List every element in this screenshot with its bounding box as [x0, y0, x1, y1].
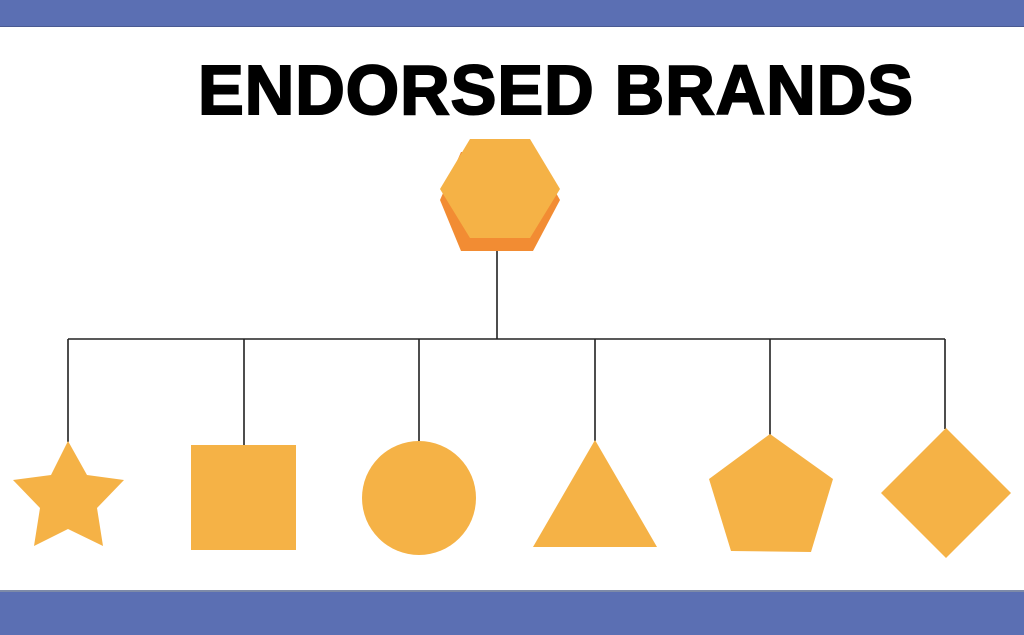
parent-hexagon-node[interactable]: [440, 139, 560, 251]
child-star-node[interactable]: [13, 441, 124, 546]
child-circle-node[interactable]: [362, 441, 476, 555]
child-square-node[interactable]: [191, 445, 296, 550]
pentagon-icon: [709, 434, 833, 552]
circle-icon: [362, 441, 476, 555]
triangle-icon: [533, 440, 657, 547]
square-icon: [191, 445, 296, 550]
child-triangle-node[interactable]: [533, 440, 657, 547]
bottom-banner: [0, 590, 1024, 635]
diamond-icon: [881, 428, 1011, 558]
child-diamond-node[interactable]: [881, 428, 1011, 558]
connector-lines: [67, 250, 946, 446]
child-pentagon-node[interactable]: [709, 434, 833, 552]
star-icon: [13, 441, 124, 546]
page-title: ENDORSED BRANDS: [197, 50, 915, 130]
hexagon-icon: [440, 139, 560, 238]
top-banner: [0, 0, 1024, 27]
